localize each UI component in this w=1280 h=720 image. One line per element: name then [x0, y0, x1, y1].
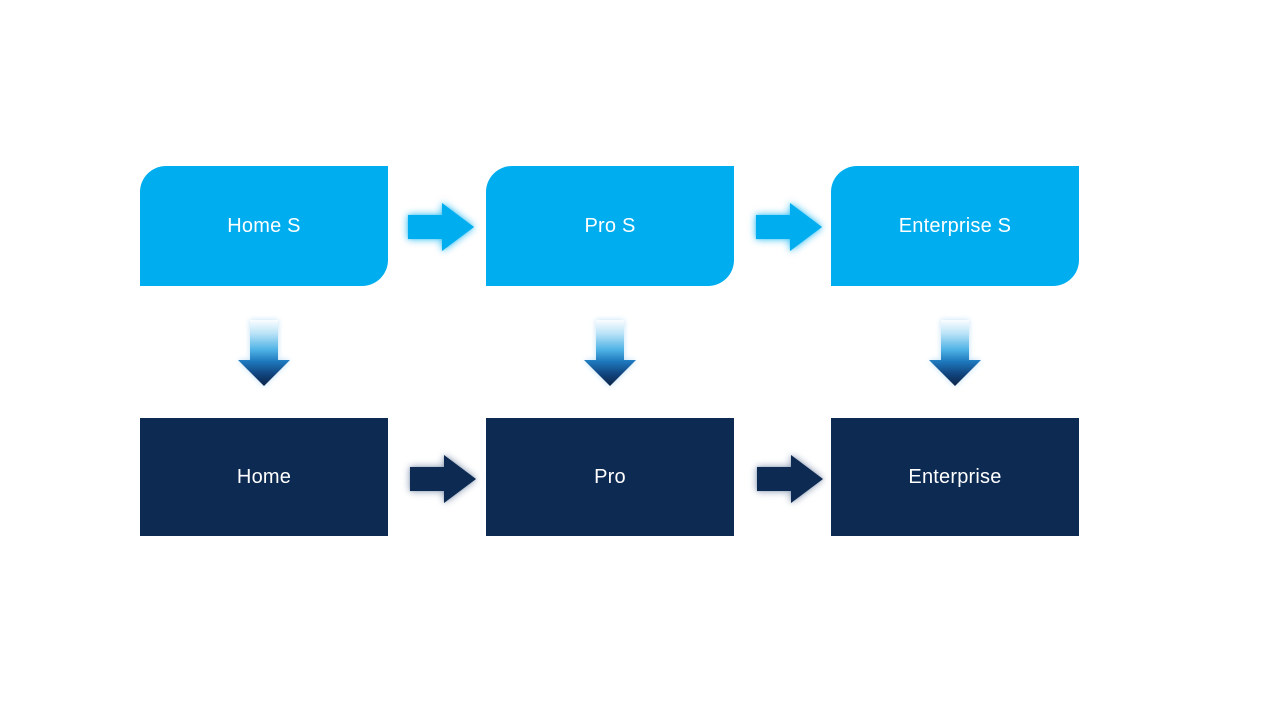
- node-pro: Pro: [486, 418, 734, 536]
- node-pro-s: Pro S: [486, 166, 734, 286]
- node-home-s: Home S: [140, 166, 388, 286]
- node-enterprise: Enterprise: [831, 418, 1079, 536]
- down-arrow-icon: [929, 320, 981, 386]
- down-arrow-icon: [238, 320, 290, 386]
- node-label: Pro: [594, 465, 626, 488]
- right-arrow-icon: [408, 203, 474, 251]
- node-label: Home: [236, 465, 292, 488]
- down-arrow-icon: [584, 320, 636, 386]
- node-label: Enterprise S: [898, 214, 1012, 237]
- node-label: Enterprise: [908, 465, 1002, 488]
- right-arrow-icon: [410, 455, 476, 503]
- node-label: Home S: [227, 214, 301, 237]
- right-arrow-icon: [757, 455, 823, 503]
- node-enterprise-s: Enterprise S: [831, 166, 1079, 286]
- right-arrow-icon: [756, 203, 822, 251]
- node-label: Pro S: [584, 214, 636, 237]
- node-home: Home: [140, 418, 388, 536]
